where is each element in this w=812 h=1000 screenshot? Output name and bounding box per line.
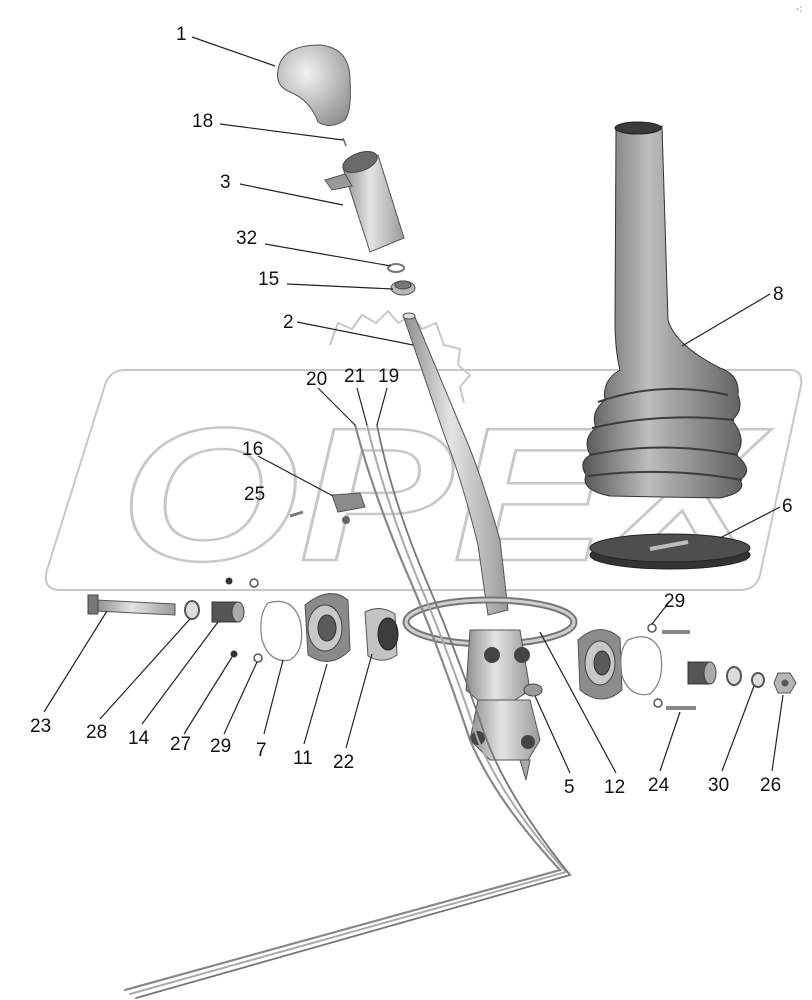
- washer-28: [184, 600, 200, 620]
- gasket-right: [620, 636, 663, 696]
- callout-25: 25: [244, 484, 265, 505]
- callout-3: 3: [220, 172, 231, 193]
- nut-15: [390, 280, 416, 296]
- pad-6: [589, 533, 751, 570]
- ring-32: [387, 263, 405, 273]
- sleeve-3: [324, 151, 405, 253]
- washer-29b-low: [653, 698, 663, 708]
- lever-housing-12: [402, 596, 578, 781]
- nut-26: [773, 672, 797, 694]
- callout-29-left: 29: [210, 736, 231, 757]
- callout-7: 7: [256, 740, 267, 761]
- callout-28: 28: [86, 722, 107, 743]
- nut-27: [230, 650, 238, 658]
- callout-30: 30: [708, 775, 729, 796]
- washer-right: [726, 666, 742, 686]
- flange-right: [577, 629, 623, 700]
- callout-21: 21: [344, 366, 365, 387]
- callout-27: 27: [170, 734, 191, 755]
- callout-5: 5: [564, 777, 575, 798]
- callout-24: 24: [648, 775, 670, 796]
- callout-2: 2: [283, 312, 294, 333]
- rubber-boot-8: [582, 121, 747, 499]
- corner-mark: -:: [796, 4, 802, 15]
- callout-6: 6: [782, 496, 793, 517]
- flange-11: [304, 593, 351, 662]
- bushing-5: [523, 683, 543, 697]
- cables-19-20-21: [123, 423, 572, 999]
- shift-lever-2: [402, 312, 509, 616]
- bolt-23: [87, 594, 176, 616]
- clamp-16: [331, 492, 366, 524]
- callout-22: 22: [333, 752, 354, 773]
- bushing-right: [687, 661, 717, 685]
- callout-14: 14: [128, 728, 150, 749]
- callout-20: 20: [306, 369, 327, 390]
- callout-11: 11: [293, 748, 313, 769]
- bushing-22: [364, 608, 399, 661]
- gasket-7: [260, 600, 303, 662]
- callout-8: 8: [773, 284, 784, 305]
- gear-knob: [277, 44, 351, 126]
- callout-12: 12: [604, 777, 625, 798]
- callout-15: 15: [258, 269, 279, 290]
- callout-29-right: 29: [664, 591, 685, 612]
- pin-18: [342, 137, 347, 147]
- callout-labels: 1 18 3 32 15 2 20 21 19 16 25 8 6 23 28 …: [30, 24, 793, 798]
- nut-27-top: [225, 577, 233, 585]
- callout-1: 1: [176, 24, 187, 45]
- bushing-14: [211, 601, 245, 623]
- callout-19: 19: [378, 366, 399, 387]
- washer-29b: [647, 623, 657, 633]
- washer-29a: [253, 653, 263, 663]
- callout-16: 16: [242, 439, 263, 460]
- callout-26: 26: [760, 775, 781, 796]
- screw-25: [289, 510, 304, 518]
- leader-lines: [43, 36, 784, 774]
- callout-23: 23: [30, 716, 51, 737]
- callout-18: 18: [192, 111, 213, 132]
- washer-29a-top: [249, 578, 259, 588]
- washer-30: [751, 672, 765, 688]
- callout-32: 32: [236, 228, 257, 249]
